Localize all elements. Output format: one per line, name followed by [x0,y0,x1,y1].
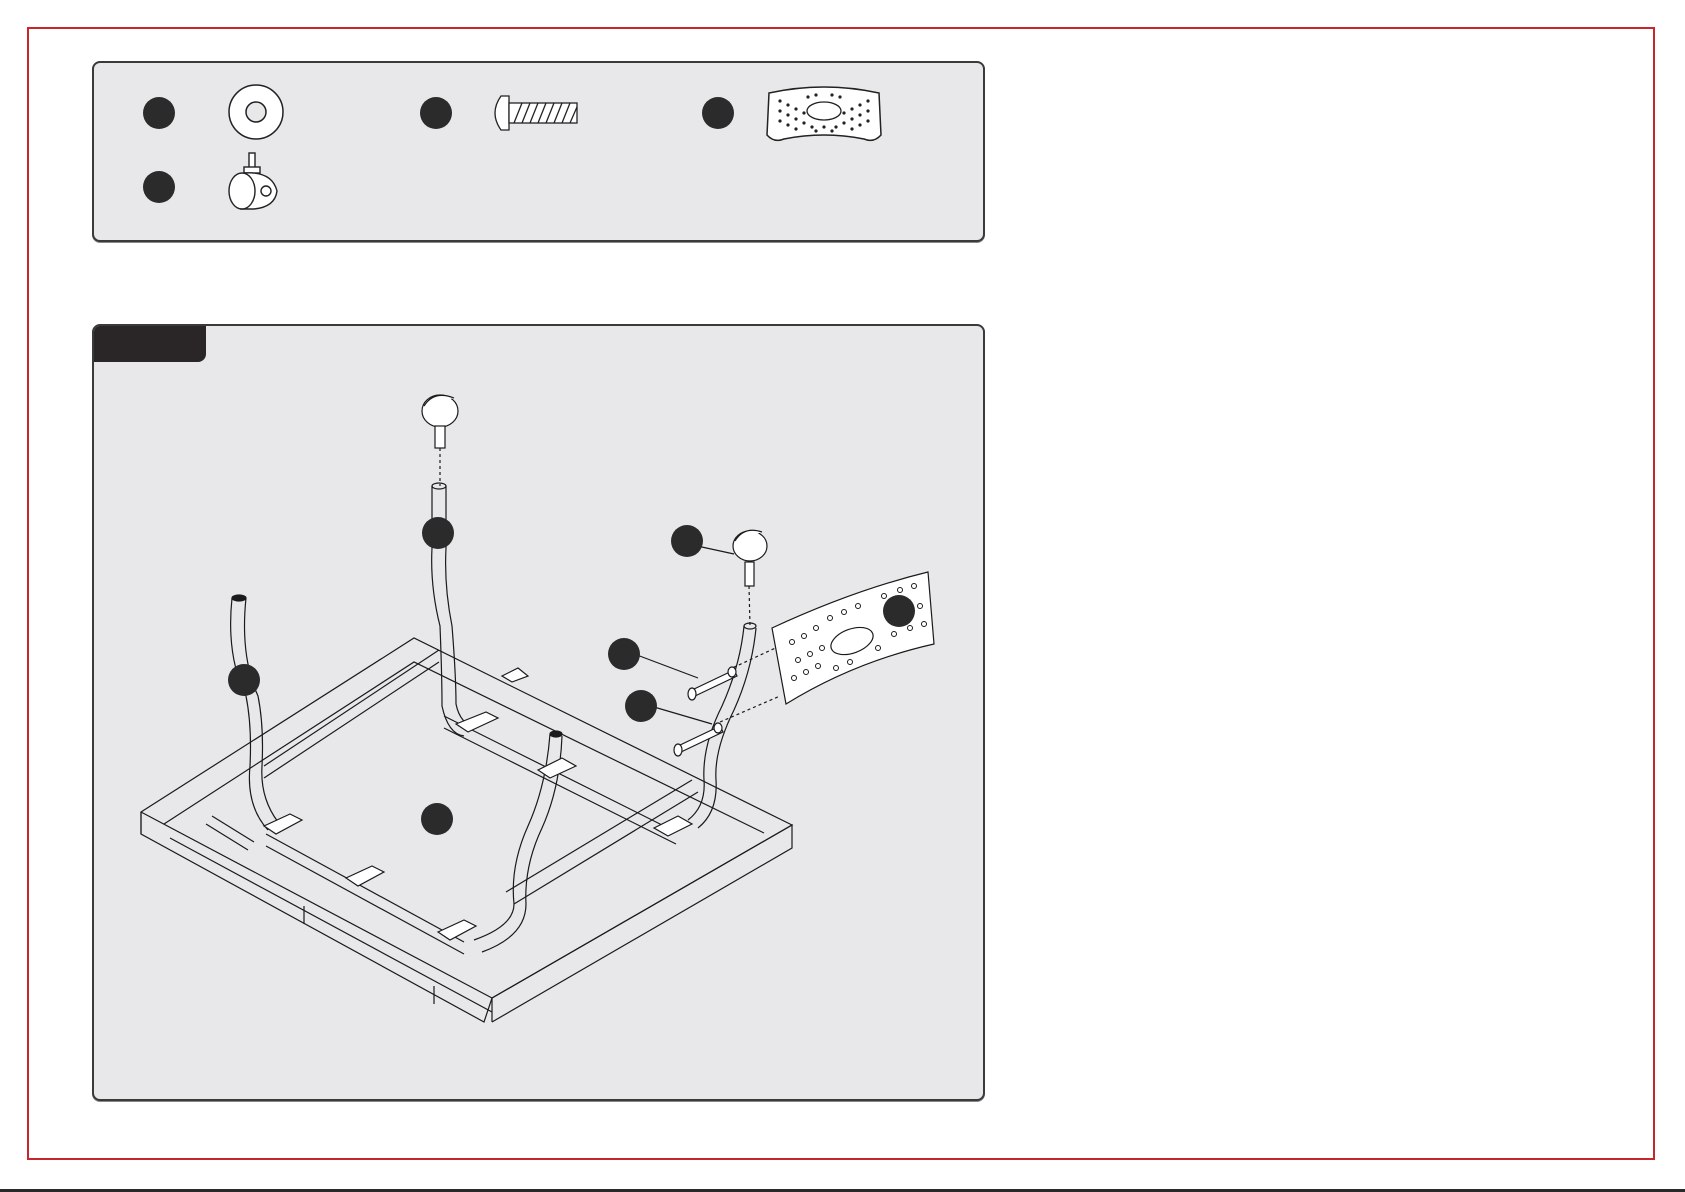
part-callout [228,664,260,696]
perforated-plate-icon [772,572,934,704]
caster-wheel-icon [229,153,277,209]
bolt-icon [674,670,737,756]
part-callout [421,803,453,835]
part-callout [883,595,915,627]
part-callout [143,171,175,203]
washer-icon [229,85,283,139]
part-callout [420,97,452,129]
part-callout [702,97,734,129]
part-callout [625,690,657,722]
assembly-step-panel [92,324,985,1101]
assembly-diagram [94,326,985,1101]
part-callout [608,638,640,670]
bolt-icon [495,96,577,130]
part-callout [671,525,703,557]
caster-wheel-icon [733,530,767,586]
caster-wheel-icon [422,395,458,448]
parts-list-panel [92,61,985,242]
perforated-plate-icon [767,87,881,140]
part-callout [422,517,454,549]
part-callout [143,97,175,129]
